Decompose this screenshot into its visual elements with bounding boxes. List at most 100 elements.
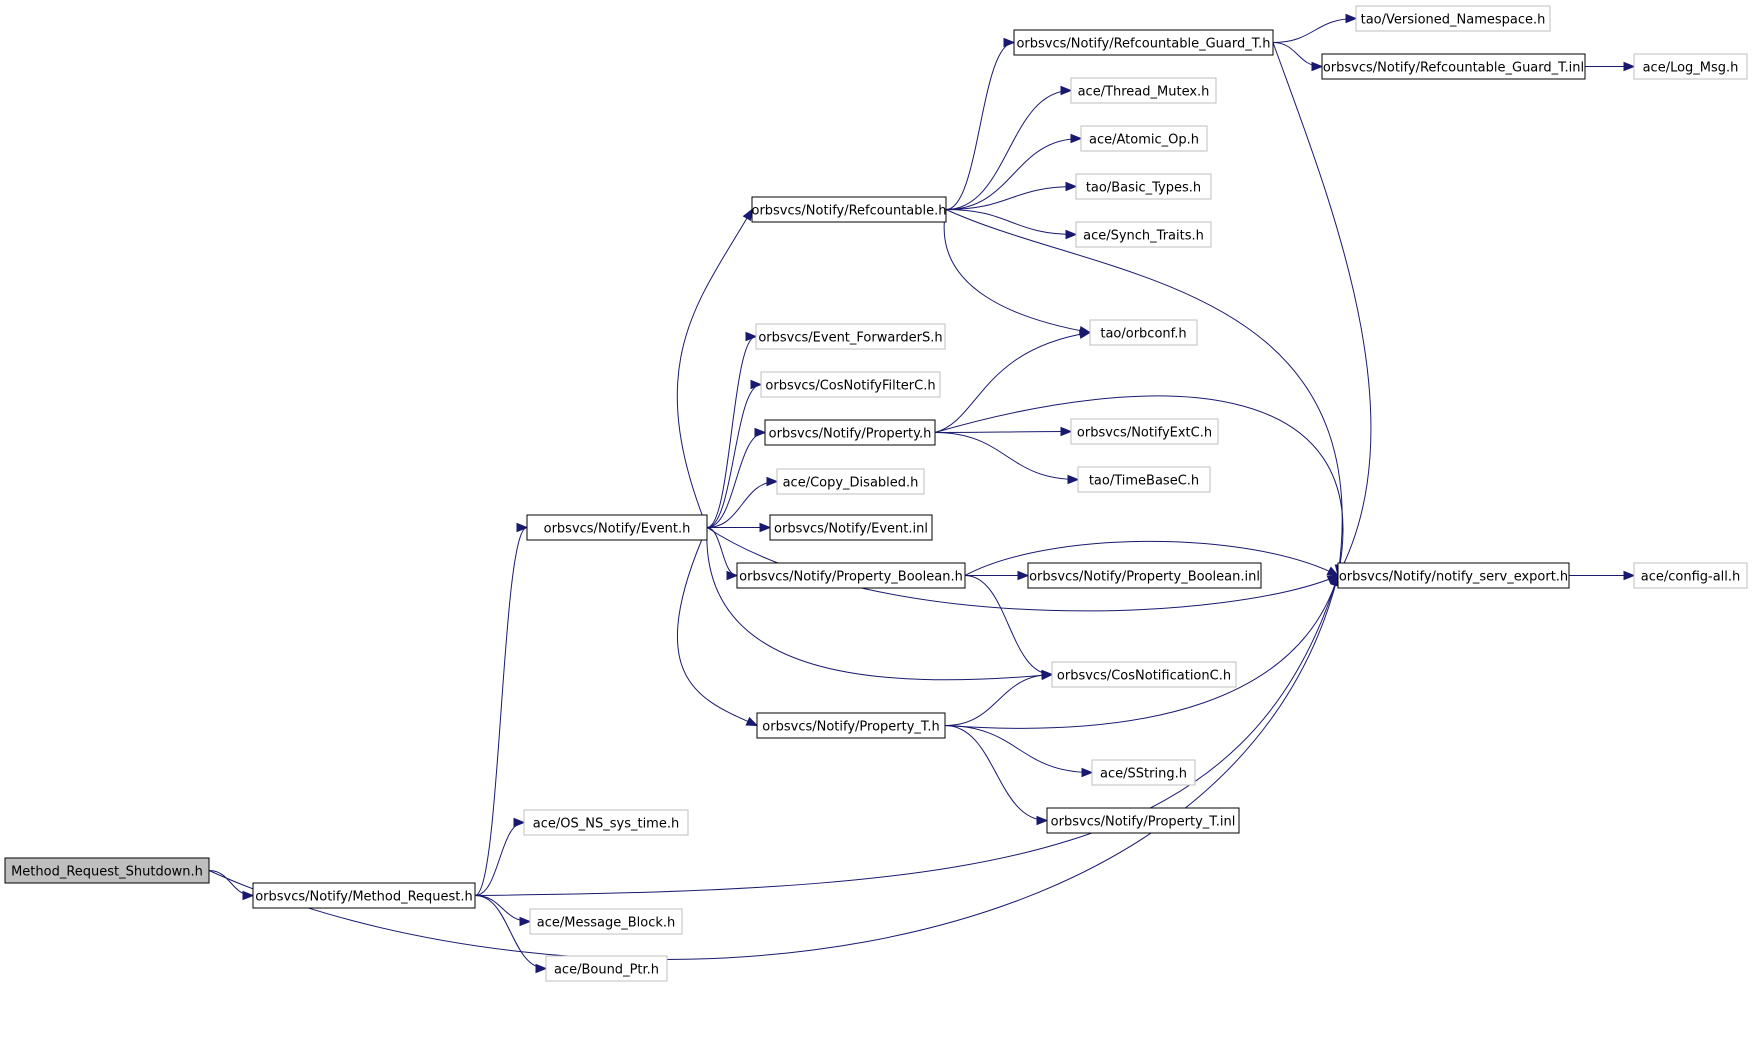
node-box (1633, 53, 1748, 80)
node-label: orbsvcs/Notify/Method_Request.h (255, 890, 473, 905)
node-label: ace/Atomic_Op.h (1089, 133, 1199, 148)
node-event-h[interactable]: orbsvcs/Notify/Event.h (526, 514, 708, 541)
node-copy-disabled: ace/Copy_Disabled.h (776, 468, 925, 495)
node-box (1070, 418, 1219, 445)
node-property-h[interactable]: orbsvcs/Notify/Property.h (764, 419, 936, 446)
node-box (252, 882, 476, 909)
node-cosnotifyfilterc: orbsvcs/CosNotifyFilterC.h (760, 371, 941, 398)
node-property-boolean-inl[interactable]: orbsvcs/Notify/Property_Boolean.inl (1027, 562, 1262, 589)
edge-property-h-to-notify-serv-export (934, 395, 1344, 576)
edge-refcountable-guard-t-h-to-versioned-namespace (1272, 18, 1357, 43)
node-box (1075, 221, 1212, 248)
node-label: orbsvcs/CosNotificationC.h (1057, 669, 1231, 684)
node-property-t-h[interactable]: orbsvcs/Notify/Property_T.h (756, 712, 946, 739)
node-box (526, 514, 708, 541)
edge-refcountable-h-to-orbconf (943, 209, 1091, 333)
header-file-nodes: Method_Request_Shutdown.h orbsvcs/Notify/… (4, 5, 1748, 982)
node-property-boolean-h[interactable]: orbsvcs/Notify/Property_Boolean.h (736, 562, 966, 589)
node-method-request[interactable]: orbsvcs/Notify/Method_Request.h (252, 882, 476, 909)
node-notify-serv-export[interactable]: orbsvcs/Notify/notify_serv_export.h (1337, 562, 1570, 589)
node-box (760, 371, 941, 398)
node-method-request-shutdown[interactable]: Method_Request_Shutdown.h (4, 857, 210, 884)
edge-refcountable-h-to-synch-traits (945, 209, 1077, 235)
edge-property-boolean-h-to-cosnotificationc (964, 575, 1053, 675)
arrowhead-refcountable-h (742, 208, 753, 221)
node-label: orbsvcs/NotifyExtC.h (1077, 426, 1212, 441)
edge-property-t-h-to-cosnotificationc (944, 674, 1053, 726)
node-label: tao/Versioned_Namespace.h (1361, 13, 1546, 28)
node-event-inl[interactable]: orbsvcs/Notify/Event.inl (769, 514, 933, 541)
node-label: ace/Synch_Traits.h (1083, 229, 1204, 244)
node-label: ace/SString.h (1100, 767, 1187, 782)
edge-refcountable-h-to-thread-mutex (945, 90, 1072, 210)
node-notifyextc: orbsvcs/NotifyExtC.h (1070, 418, 1219, 445)
node-label: orbsvcs/Notify/Property_Boolean.inl (1029, 570, 1260, 585)
edge-method-request-shutdown-to-method-request (208, 870, 254, 896)
arrowhead-basic-types (1065, 181, 1078, 192)
arrowhead-orbconf (1078, 329, 1092, 339)
node-refcountable-guard-t-h[interactable]: orbsvcs/Notify/Refcountable_Guard_T.h (1013, 29, 1274, 56)
edge-refcountable-guard-t-h-to-notify-serv-export (1272, 42, 1372, 576)
node-refcountable-guard-t-inl[interactable]: orbsvcs/Notify/Refcountable_Guard_T.inl (1321, 53, 1586, 80)
edge-property-boolean-h-to-notify-serv-export (964, 540, 1339, 576)
edge-method-request-to-event-h (474, 527, 528, 896)
node-box (1051, 661, 1237, 688)
edge-event-h-to-cosnotificationc (706, 527, 1053, 681)
node-label: orbsvcs/Notify/Property.h (769, 427, 932, 442)
node-property-t-inl[interactable]: orbsvcs/Notify/Property_T.inl (1046, 807, 1240, 834)
node-thread-mutex: ace/Thread_Mutex.h (1070, 77, 1217, 104)
arrowhead-property-h (754, 427, 767, 438)
arrowhead-property-boolean-h (726, 570, 739, 581)
arrowhead-event-inl (759, 522, 772, 533)
node-label: tao/Basic_Types.h (1086, 181, 1201, 196)
arrowhead-event-forwarders (745, 331, 758, 342)
edge-refcountable-h-to-refcountable-guard-t-h (945, 42, 1015, 210)
edge-event-h-to-property-t-h (677, 527, 758, 726)
edge-refcountable-h-to-atomic-op (945, 138, 1082, 210)
node-box (756, 712, 946, 739)
arrowhead-event-h (516, 522, 529, 533)
node-synch-traits: ace/Synch_Traits.h (1075, 221, 1212, 248)
node-box (1633, 562, 1748, 589)
node-refcountable-h[interactable]: orbsvcs/Notify/Refcountable.h (751, 196, 947, 223)
edge-event-h-to-copy-disabled (706, 481, 778, 528)
node-label: orbsvcs/Notify/Refcountable_Guard_T.inl (1323, 61, 1584, 76)
node-box (1089, 319, 1198, 346)
node-cosnotificationc: orbsvcs/CosNotificationC.h (1051, 661, 1237, 688)
arrowhead-sstring (1081, 767, 1094, 778)
node-os-ns-sys-time: ace/OS_NS_sys_time.h (523, 809, 689, 836)
node-label: ace/Bound_Ptr.h (554, 963, 659, 978)
node-box (1091, 759, 1196, 786)
node-label: ace/config-all.h (1641, 570, 1741, 585)
node-label: orbsvcs/Notify/Refcountable_Guard_T.h (1016, 37, 1270, 52)
arrowhead-notify-serv-export (1326, 566, 1340, 577)
node-box (545, 955, 668, 982)
edge-event-h-to-property-boolean-h (706, 527, 738, 576)
node-basic-types: tao/Basic_Types.h (1075, 173, 1212, 200)
node-versioned-namespace: tao/Versioned_Namespace.h (1355, 5, 1551, 32)
edge-event-h-to-cosnotifyfilterc (706, 384, 762, 528)
node-box (776, 468, 925, 495)
edge-property-t-h-to-sstring (944, 725, 1093, 773)
node-label: orbsvcs/Notify/Property_T.h (762, 720, 939, 735)
arrowhead-copy-disabled (766, 476, 779, 487)
node-timebasec: tao/TimeBaseC.h (1077, 466, 1211, 493)
arrowhead-property-t-inl (1036, 815, 1049, 826)
edge-refcountable-h-to-notify-serv-export (945, 209, 1343, 576)
edge-property-h-to-notifyextc (934, 431, 1072, 433)
edge-property-h-to-timebasec (934, 432, 1079, 480)
node-label: orbsvcs/Notify/Event.inl (774, 522, 928, 537)
node-label: orbsvcs/Notify/Property_T.inl (1051, 815, 1236, 830)
arrowhead-message-block (519, 916, 532, 927)
node-bound-ptr: ace/Bound_Ptr.h (545, 955, 668, 982)
arrowhead-cosnotifyfilterc (750, 379, 763, 390)
node-box (1070, 77, 1217, 104)
arrowhead-refcountable-guard-t-h (1003, 37, 1016, 48)
arrowhead-method-request (242, 890, 255, 901)
node-box (1321, 53, 1586, 80)
arrowhead-cosnotificationc (1041, 669, 1054, 680)
node-box (1077, 466, 1211, 493)
node-box (1046, 807, 1240, 834)
node-orbconf: tao/orbconf.h (1089, 319, 1198, 346)
